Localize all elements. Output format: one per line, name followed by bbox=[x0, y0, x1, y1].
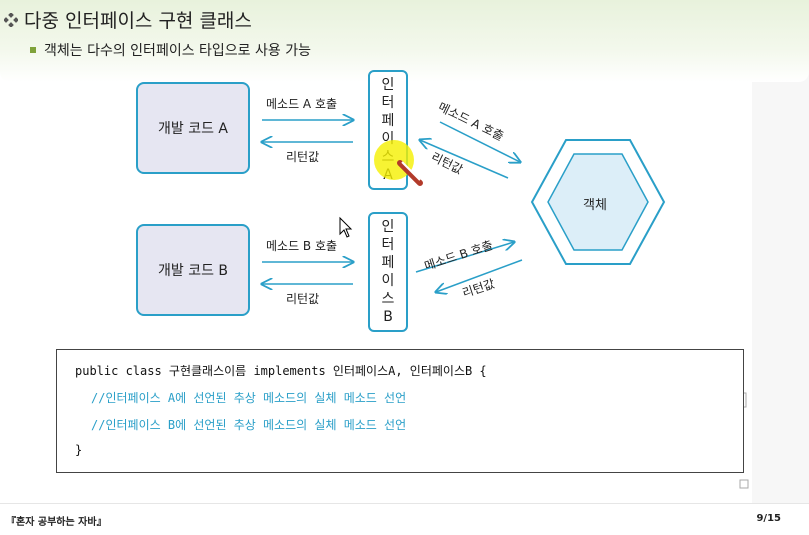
slide-subtitle: 객체는 다수의 인터페이스 타입으로 사용 가능 bbox=[44, 43, 311, 59]
interface-b-char: 스 bbox=[381, 291, 395, 307]
mouse-cursor-icon bbox=[339, 216, 353, 238]
pen-pointer-icon bbox=[397, 160, 423, 186]
object-hexagon-inner bbox=[547, 153, 649, 251]
code-implements: implements bbox=[253, 364, 326, 378]
square-bullet-icon bbox=[30, 47, 36, 53]
scroll-area[interactable] bbox=[752, 0, 809, 503]
object-label: 객체 bbox=[583, 198, 607, 213]
page-number: 9/15 bbox=[756, 513, 781, 524]
interface-b-char: 이 bbox=[381, 273, 395, 289]
code-comment-a: //인터페이스 A에 선언된 추상 메소드의 실체 메소드 선언 bbox=[91, 391, 407, 405]
title-row: 다중 인터페이스 구현 클래스 bbox=[4, 6, 252, 33]
header-band bbox=[0, 0, 809, 82]
code-class-name: 구현클래스이름 bbox=[161, 364, 254, 378]
footer-book-title: 『혼자 공부하는 자바』 bbox=[6, 517, 107, 528]
code-keyword: public class bbox=[75, 364, 162, 378]
interface-b-char: 페 bbox=[381, 255, 395, 271]
return-b-label: 리턴값 bbox=[286, 292, 320, 306]
return-a-label: 리턴값 bbox=[286, 150, 320, 164]
interface-b-box: 인 터 페 이 스 B bbox=[368, 212, 408, 332]
dev-code-b-box: 개발 코드 B bbox=[136, 224, 250, 316]
code-line-1: public class 구현클래스이름 implements 인터페이스A, … bbox=[75, 362, 487, 379]
dev-code-a-label: 개발 코드 A bbox=[158, 121, 228, 137]
corner-grip-icon bbox=[739, 479, 749, 489]
call-a-label: 메소드 A 호출 bbox=[266, 97, 338, 111]
object-call-a-arrow bbox=[420, 140, 509, 179]
subtitle-row: 객체는 다수의 인터페이스 타입으로 사용 가능 bbox=[30, 40, 311, 60]
object-return-a-arrow bbox=[439, 121, 520, 162]
dev-code-a-box: 개발 코드 A bbox=[136, 82, 250, 174]
object-call-b-arrow bbox=[415, 242, 514, 273]
object-return-b-arrow bbox=[436, 259, 523, 292]
interface-a-char: 페 bbox=[381, 113, 395, 129]
code-comment-b: //인터페이스 B에 선언된 추상 메소드의 실체 메소드 선언 bbox=[91, 418, 407, 432]
diamond-bullet-icon bbox=[4, 12, 18, 27]
call-b-label: 메소드 B 호출 bbox=[266, 239, 338, 253]
interface-b-char: B bbox=[383, 309, 393, 325]
interface-a-char: 터 bbox=[381, 95, 395, 111]
interface-b-char: 인 bbox=[381, 219, 395, 235]
interface-a-char: 인 bbox=[381, 77, 395, 93]
slide-title: 다중 인터페이스 구현 클래스 bbox=[24, 10, 252, 32]
code-closing-brace: } bbox=[75, 443, 83, 457]
interface-b-char: 터 bbox=[381, 237, 395, 253]
code-box: public class 구현클래스이름 implements 인터페이스A, … bbox=[56, 349, 744, 473]
footer: 『혼자 공부하는 자바』 9/15 bbox=[0, 503, 809, 535]
dev-code-b-label: 개발 코드 B bbox=[157, 263, 229, 279]
code-interfaces: 인터페이스A, 인터페이스B { bbox=[325, 364, 487, 378]
